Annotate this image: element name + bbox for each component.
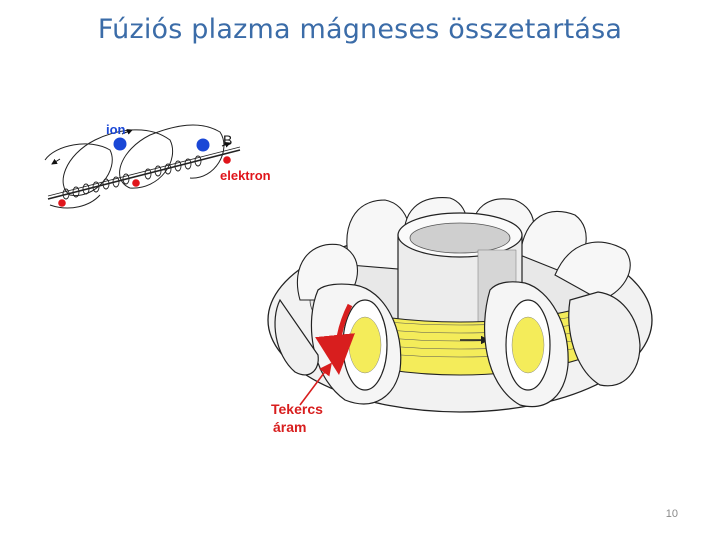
- electron-particle: [223, 156, 231, 164]
- coil-current-label-1: Tekercs: [271, 401, 323, 417]
- electron-helix: [62, 155, 202, 200]
- coil-current-label-2: áram: [273, 419, 306, 435]
- coil-current-arrow: [315, 303, 355, 375]
- electron-label: elektron: [220, 168, 271, 183]
- tokamak-diagram: B Tekercs áram: [267, 197, 653, 435]
- coil-current-pointer: [299, 362, 332, 406]
- field-label-particle: B: [223, 132, 232, 148]
- page-number: 10: [665, 508, 678, 520]
- ion-label: ion: [106, 122, 126, 137]
- ion-helix: [44, 124, 225, 209]
- electron-particle: [132, 179, 140, 187]
- slide-title: Fúziós plazma mágneses összetartása: [97, 14, 623, 45]
- ion-particle: [113, 137, 127, 151]
- ion-particle: [196, 138, 210, 152]
- electron-particle: [58, 199, 66, 207]
- particle-gyration-diagram: ion B elektron: [44, 122, 271, 209]
- field-line: [47, 149, 241, 200]
